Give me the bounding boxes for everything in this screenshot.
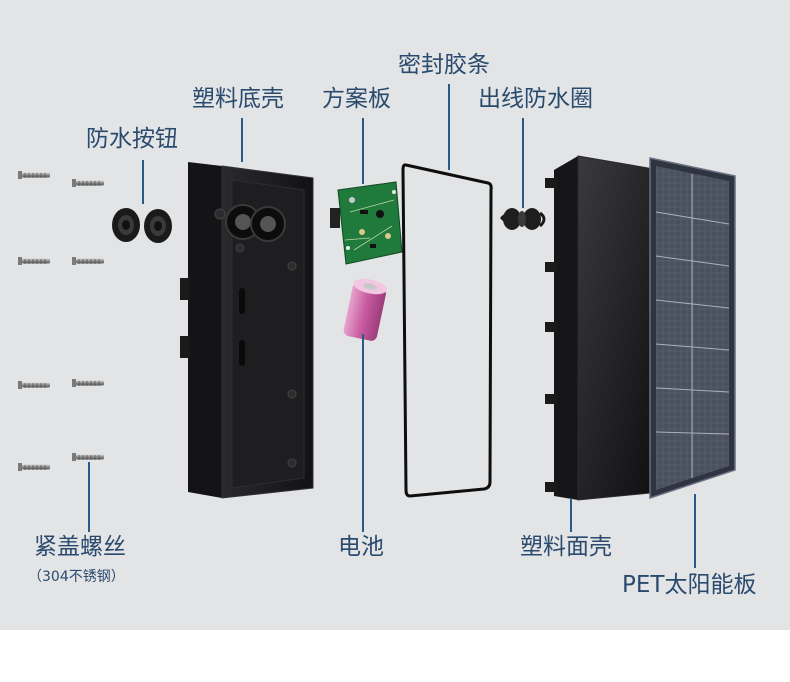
cable-waterproof-ring	[500, 208, 546, 230]
leader-line	[448, 84, 450, 170]
label-pcb-board: 方案板	[322, 86, 391, 112]
leader-line	[241, 118, 243, 162]
leader-line	[694, 494, 696, 568]
screw-icon	[72, 257, 104, 265]
label-fastening-screws: 紧盖螺丝	[34, 534, 126, 560]
leader-line	[362, 118, 364, 184]
sealing-strip	[401, 163, 493, 498]
screw-icon	[18, 171, 50, 179]
leader-line	[362, 334, 364, 532]
parts-illustration	[18, 155, 736, 501]
grommet-icon	[112, 208, 140, 242]
pet-solar-panel	[649, 157, 736, 500]
screw-icon	[18, 257, 50, 265]
grommet-icon	[144, 209, 172, 243]
label-plastic-face-shell: 塑料面壳	[520, 534, 612, 560]
label-fastening-screws-note: （304不锈钢）	[28, 569, 125, 585]
screw-icon	[18, 381, 50, 389]
plastic-base-shell	[180, 162, 314, 499]
label-pet-solar-panel: PET太阳能板	[622, 572, 757, 598]
leader-line	[142, 160, 144, 204]
leader-line	[88, 462, 90, 532]
waterproof-button-grommets	[112, 208, 172, 243]
battery	[343, 278, 387, 341]
screw-icon	[72, 379, 104, 387]
screw-icon	[72, 179, 104, 187]
leader-line	[570, 498, 572, 532]
plastic-face-shell	[545, 155, 661, 501]
label-battery: 电池	[338, 534, 384, 560]
screw-icon	[72, 453, 104, 461]
fastening-screws	[18, 171, 104, 471]
exploded-view-diagram: 防水按钮 塑料底壳 方案板 密封胶条 出线防水圈 紧盖螺丝 （304不锈钢） 电…	[0, 0, 790, 630]
label-waterproof-button: 防水按钮	[86, 126, 178, 152]
label-cable-waterproof-ring: 出线防水圈	[478, 86, 593, 112]
pcb-board	[330, 181, 403, 265]
label-sealing-strip: 密封胶条	[398, 52, 490, 78]
screw-icon	[18, 463, 50, 471]
leader-line	[522, 118, 524, 208]
label-plastic-base-shell: 塑料底壳	[192, 86, 284, 112]
